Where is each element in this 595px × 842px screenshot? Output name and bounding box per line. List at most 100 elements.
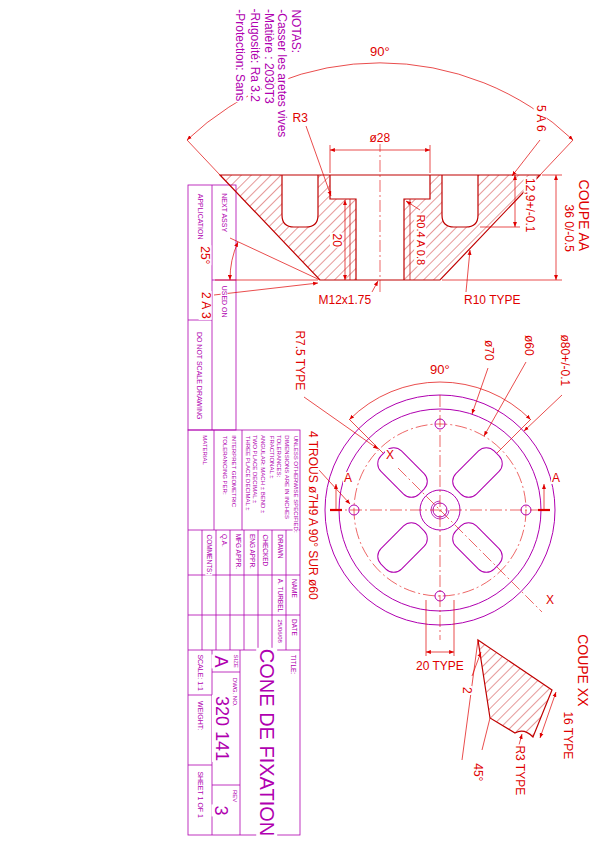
title-block-text: MATERIAL (202, 434, 208, 466)
title-block-text: A. TURBEL (276, 578, 283, 613)
title-block (272, 530, 273, 650)
plan-view (426, 652, 454, 653)
plan-view (472, 368, 488, 414)
dimension-text: 45° (472, 762, 485, 782)
title-block (188, 185, 236, 430)
dimension-lines (466, 250, 470, 292)
dimension-lines (345, 200, 346, 280)
title-block-text: Q.A. (220, 533, 227, 548)
dimension-text: M12x1.75 (318, 294, 373, 307)
dimension-lines (330, 150, 430, 151)
section-xx (462, 640, 556, 760)
dimension-lines (442, 280, 562, 281)
title-block-text: ANGULAR: MACH ± BEND ± (260, 434, 266, 514)
dimension-text: 36 0/-0.5 (562, 203, 575, 252)
title-block-text: NAME (289, 578, 296, 599)
note-text: -Matière : 2030T3 (262, 8, 275, 105)
dimension-text: R3 TYPE (514, 744, 527, 796)
note-text: -Protection: Sans (234, 8, 247, 102)
dimension-lines (230, 242, 238, 280)
title-block (202, 530, 203, 650)
title-block-text: TITLE: (289, 653, 296, 675)
title-block-text: NEXT ASSY (220, 192, 227, 233)
dimension-lines (480, 227, 520, 228)
section-aa (350, 199, 351, 280)
title-block-text: TOLERANCES: (276, 434, 282, 478)
title-block-text: A (212, 654, 231, 668)
dimension-lines (512, 140, 540, 176)
title-block-text: DATE (290, 618, 297, 637)
title-block-text: WEIGHT: (196, 700, 203, 731)
dimension-text: 20 TYPE (415, 660, 465, 673)
dimension-text: ø80+/-0.1 (559, 333, 572, 387)
section-xx (540, 692, 556, 738)
plan-view (426, 600, 427, 656)
dimension-lines (187, 140, 220, 175)
dimension-text: R7.5 TYPE (294, 329, 307, 391)
title-block-text: APPLICATION (196, 192, 203, 240)
title-block-text: UNLESS OTHERWISE SPECIFIED: (292, 434, 298, 533)
dimension-text: 4 TROUS ø7H9 A 90° SUR ø60 (306, 429, 319, 600)
plan-view (484, 362, 526, 436)
title-block-text: TWO PLACE DECIMAL ± (252, 434, 258, 504)
dimension-lines (306, 126, 331, 196)
title-block (286, 530, 287, 650)
title-block (188, 695, 212, 696)
title-block-text: ENG APPR. (248, 533, 255, 570)
dimension-text: R0.4 A 0.8 (414, 213, 426, 266)
title-block (212, 672, 240, 673)
dimension-lines (372, 281, 378, 292)
plan-view (440, 395, 441, 640)
dimension-text: 2 (460, 685, 473, 694)
title-block (244, 530, 245, 650)
dimension-text: ø60 (522, 333, 535, 356)
title-block-text: CHECKED (261, 533, 268, 567)
view-label: X (545, 594, 555, 607)
title-block-text: USED ON (220, 284, 227, 318)
plan-view (330, 395, 550, 640)
dimension-lines (515, 175, 516, 227)
dimension-text: 12,9+/-0.1 (524, 177, 537, 233)
plan-view (304, 362, 562, 656)
plan-view (349, 419, 383, 453)
title-block (242, 430, 243, 530)
dimension-text: ø28 (369, 132, 392, 145)
plan-view (373, 518, 432, 577)
title-block-text: DWG. NO. (232, 676, 238, 707)
dimension-lines (330, 145, 331, 173)
plan-view (497, 419, 531, 453)
title-block-text: 3 (212, 804, 231, 816)
title-block (212, 785, 240, 786)
title-block-text: DRAWN (276, 533, 283, 559)
dimension-lines (430, 145, 431, 173)
view-label: A (343, 472, 353, 485)
plan-view (330, 509, 550, 511)
title-block (240, 650, 241, 835)
dimension-text: 90° (369, 45, 391, 59)
dimension-lines (214, 283, 318, 295)
title-block (214, 430, 215, 530)
title-block-text: INTERPRET GEOMETRIC (231, 434, 237, 508)
note-text: NOTAS: (290, 8, 303, 54)
title-block-text: TOLERANCING PER: (221, 434, 227, 495)
title-block (230, 530, 231, 650)
section-aa (380, 140, 381, 292)
dimension-text: 16 TYPE (562, 710, 575, 760)
note-text: -Rugosité: Ra 3.2 (248, 8, 261, 103)
dimension-text: R3 (292, 112, 309, 125)
title-block-text: 25/06/08 (276, 618, 282, 643)
plan-view (398, 468, 542, 612)
title-block-text: DIMENSIONS ARE IN INCHES (284, 434, 290, 520)
section-xx (482, 718, 490, 750)
section-xx (462, 640, 478, 760)
plan-view (454, 600, 455, 656)
title-block-text: SHEET 1 OF 1 (196, 770, 203, 819)
plan-view (524, 395, 562, 431)
title-block-text: DO NOT SCALE DRAWING (196, 330, 203, 420)
dimension-lines (542, 175, 562, 176)
dimension-text: 2 A 3 (199, 290, 212, 319)
dimension-lines (540, 140, 573, 175)
view-label: X (385, 449, 395, 462)
dimension-text: 90° (429, 363, 451, 377)
